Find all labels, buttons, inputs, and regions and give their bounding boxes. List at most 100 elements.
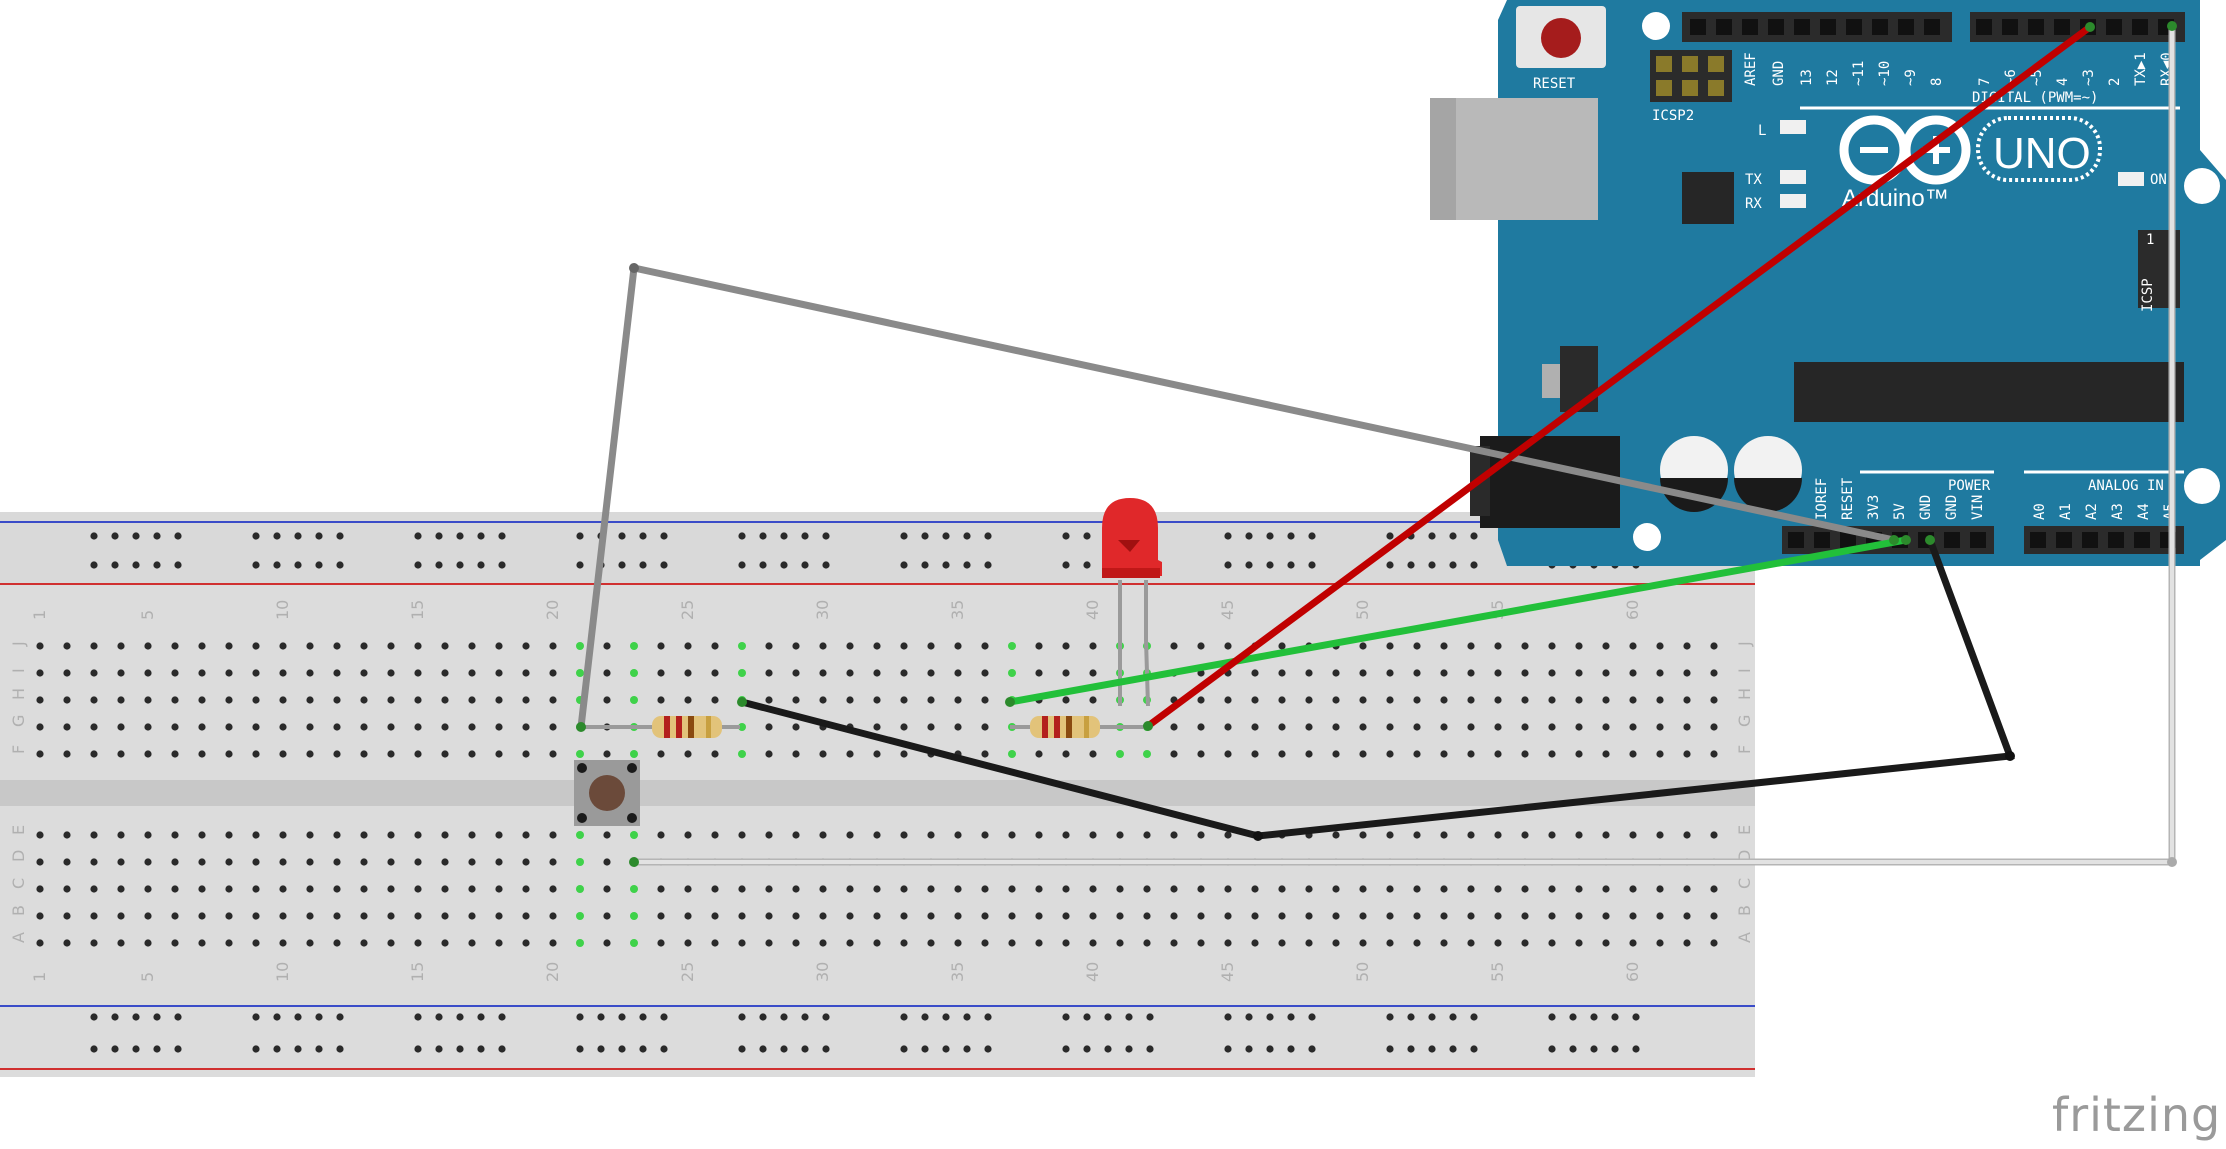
rail-hole — [1428, 1045, 1436, 1053]
rail-hole — [900, 561, 908, 569]
breadboard-hole — [603, 831, 611, 839]
rail-hole — [1449, 561, 1457, 569]
breadboard-hole — [306, 750, 314, 758]
breadboard-hole — [441, 696, 449, 704]
rail-hole — [639, 561, 647, 569]
wire-black — [741, 538, 2015, 840]
rail-hole — [1470, 1013, 1478, 1021]
breadboard-hole — [873, 696, 881, 704]
breadboard-hole — [225, 939, 233, 947]
rail-hole — [618, 1045, 626, 1053]
breadboard-hole — [1494, 642, 1502, 650]
breadboard-hole — [1278, 912, 1286, 920]
breadboard-hole — [1467, 750, 1475, 758]
breadboard-hole — [198, 858, 206, 866]
power-jack — [1480, 436, 1620, 528]
breadboard-hole — [1548, 642, 1556, 650]
breadboard-hole — [1062, 669, 1070, 677]
column-number: 25 — [678, 600, 697, 620]
breadboard-hole — [1143, 939, 1151, 947]
header-pin — [2054, 19, 2070, 35]
rail-hole — [174, 561, 182, 569]
row-letter: C — [1735, 878, 1754, 889]
breadboard-hole — [414, 642, 422, 650]
breadboard-hole — [684, 642, 692, 650]
breadboard-hole — [1656, 831, 1664, 839]
rail-hole — [477, 1013, 485, 1021]
connected-hole — [576, 885, 584, 893]
power-pin-label: VIN — [1970, 495, 1986, 520]
breadboard-hole — [1170, 750, 1178, 758]
capacitor-2 — [1734, 436, 1802, 512]
breadboard-hole — [1548, 939, 1556, 947]
column-number: 60 — [1623, 600, 1642, 620]
icsp2-label: ICSP2 — [1652, 108, 1694, 124]
uno-label: UNO — [1993, 129, 2091, 178]
rail-hole — [1449, 1045, 1457, 1053]
column-number: 20 — [543, 600, 562, 620]
breadboard-hole — [1683, 723, 1691, 731]
breadboard-hole — [1197, 723, 1205, 731]
breadboard-hole — [1170, 642, 1178, 650]
rail-hole — [822, 1045, 830, 1053]
connected-hole — [576, 642, 584, 650]
rail-hole — [414, 561, 422, 569]
breadboard-hole — [792, 723, 800, 731]
breadboard-hole — [1575, 939, 1583, 947]
rail-hole — [780, 1045, 788, 1053]
breadboard-hole — [1548, 723, 1556, 731]
breadboard-hole — [414, 723, 422, 731]
breadboard-hole — [1710, 669, 1718, 677]
breadboard-hole — [36, 858, 44, 866]
header-pin — [2082, 532, 2098, 548]
breadboard-hole — [252, 939, 260, 947]
breadboard-hole — [495, 858, 503, 866]
rail-hole — [984, 561, 992, 569]
breadboard-hole — [1710, 939, 1718, 947]
breadboard-hole — [1278, 939, 1286, 947]
breadboard-hole — [252, 750, 260, 758]
rail-hole — [1449, 532, 1457, 540]
breadboard-hole — [63, 939, 71, 947]
breadboard-hole — [1278, 885, 1286, 893]
breadboard-hole — [225, 669, 233, 677]
tx-led — [1780, 170, 1806, 184]
breadboard-hole — [1710, 696, 1718, 704]
rail-hole — [759, 532, 767, 540]
breadboard-hole — [1683, 831, 1691, 839]
pushbutton[interactable] — [574, 760, 640, 826]
header-pin — [1742, 19, 1758, 35]
breadboard-hole — [1089, 696, 1097, 704]
rail-hole — [1386, 561, 1394, 569]
breadboard-hole — [738, 885, 746, 893]
row-letter: G — [9, 715, 28, 727]
digital-pin-label: ~10 — [1877, 61, 1893, 86]
breadboard-hole — [1008, 912, 1016, 920]
breadboard-hole — [1062, 750, 1070, 758]
connected-hole — [1008, 642, 1016, 650]
breadboard-hole — [171, 696, 179, 704]
breadboard-hole — [1359, 831, 1367, 839]
rail-hole — [921, 1045, 929, 1053]
breadboard-hole — [522, 858, 530, 866]
rail-hole — [618, 1013, 626, 1021]
breadboard-hole — [900, 912, 908, 920]
breadboard-hole — [1467, 885, 1475, 893]
breadboard-hole — [333, 750, 341, 758]
breadboard-hole — [333, 831, 341, 839]
breadboard-hole — [1413, 642, 1421, 650]
breadboard-hole — [900, 642, 908, 650]
breadboard-hole — [1629, 831, 1637, 839]
breadboard-hole — [171, 723, 179, 731]
rail-hole — [90, 1045, 98, 1053]
breadboard-hole — [549, 696, 557, 704]
rail-hole — [294, 1045, 302, 1053]
rail-hole — [801, 532, 809, 540]
rail-hole — [576, 1045, 584, 1053]
breadboard-hole — [1359, 750, 1367, 758]
breadboard-hole — [819, 669, 827, 677]
rail-hole — [1287, 532, 1295, 540]
header-pin — [1872, 19, 1888, 35]
breadboard-hole — [468, 885, 476, 893]
